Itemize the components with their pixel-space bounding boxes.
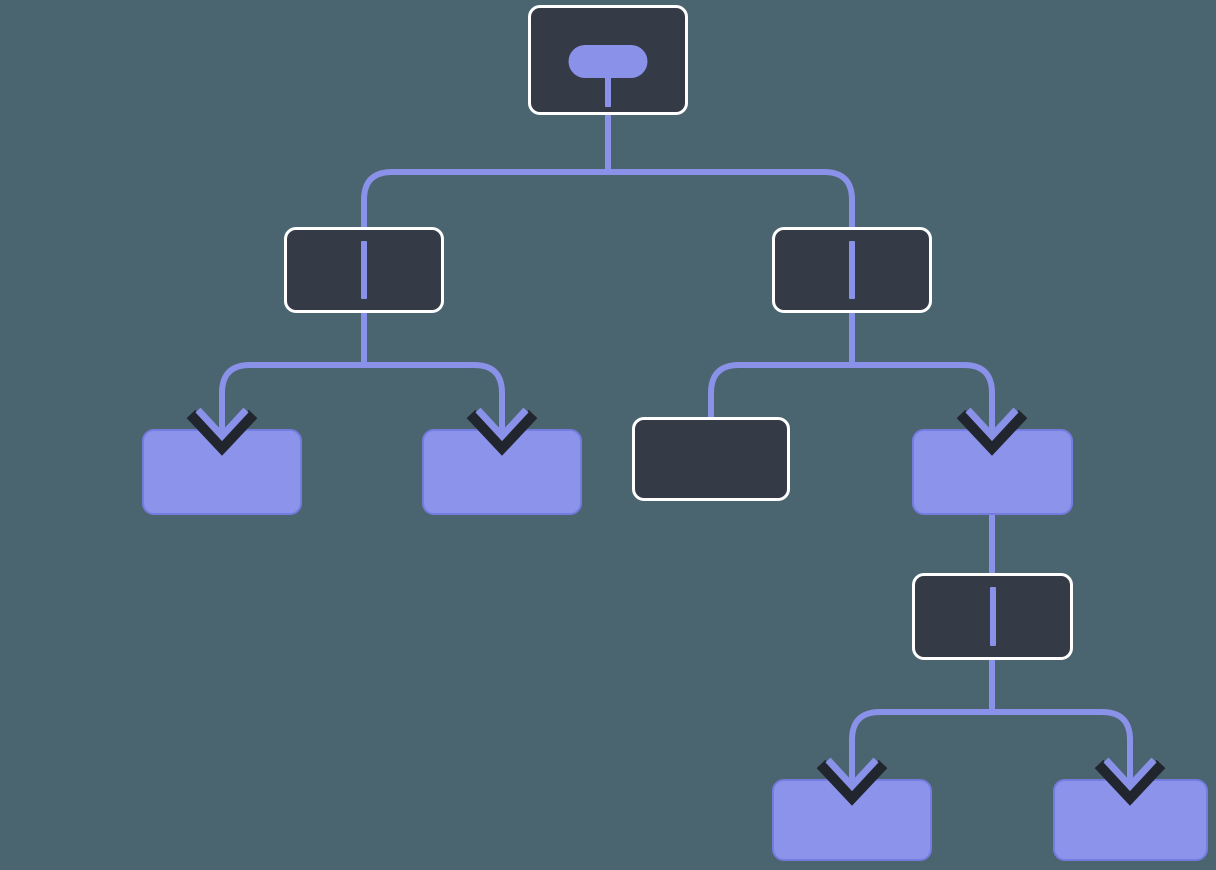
node-placeholder-line bbox=[361, 241, 367, 299]
leaf-2-node[interactable] bbox=[422, 429, 582, 515]
node-placeholder-line bbox=[989, 587, 996, 646]
branch-right-node[interactable] bbox=[772, 227, 932, 313]
leaf-1-node[interactable] bbox=[142, 429, 302, 515]
leaf-5-node[interactable] bbox=[1053, 779, 1208, 861]
dark-leaf-node[interactable] bbox=[632, 417, 790, 501]
branch-bottom-node[interactable] bbox=[912, 573, 1073, 660]
leaf-4-node[interactable] bbox=[772, 779, 932, 861]
node-placeholder-line bbox=[849, 241, 855, 299]
root-pill bbox=[568, 45, 648, 78]
branch-left-node[interactable] bbox=[284, 227, 444, 313]
leaf-3-node[interactable] bbox=[912, 429, 1073, 515]
root-pill-stem bbox=[605, 76, 611, 107]
root-node[interactable] bbox=[528, 5, 688, 115]
